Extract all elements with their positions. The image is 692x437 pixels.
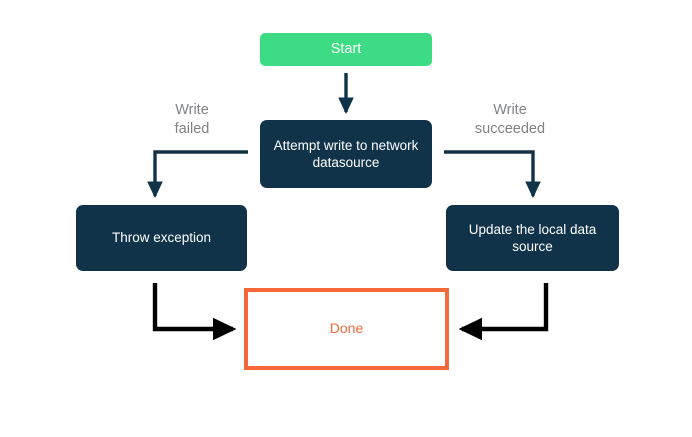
node-start[interactable]: Start	[260, 33, 432, 66]
node-throw-exception-label: Throw exception	[111, 230, 212, 246]
node-start-label: Start	[330, 41, 362, 58]
node-done-label: Done	[329, 320, 364, 337]
edge-update-to-done	[458, 283, 549, 341]
edge-attempt-to-update	[444, 150, 541, 199]
node-attempt-write-label: Attempt write to network datasource	[273, 137, 419, 170]
node-update-local-data-source-label: Update the local data source	[468, 221, 597, 254]
edge-throw-to-done	[152, 283, 237, 341]
edge-label-write-succeeded: Write succeeded	[474, 102, 546, 137]
node-done[interactable]: Done	[244, 288, 449, 370]
node-attempt-write[interactable]: Attempt write to network datasource	[260, 120, 432, 188]
edge-attempt-to-throw	[147, 150, 248, 199]
node-throw-exception[interactable]: Throw exception	[76, 205, 247, 271]
node-update-local-data-source[interactable]: Update the local data source	[446, 205, 619, 271]
edge-label-write-failed: Write failed	[174, 102, 210, 137]
